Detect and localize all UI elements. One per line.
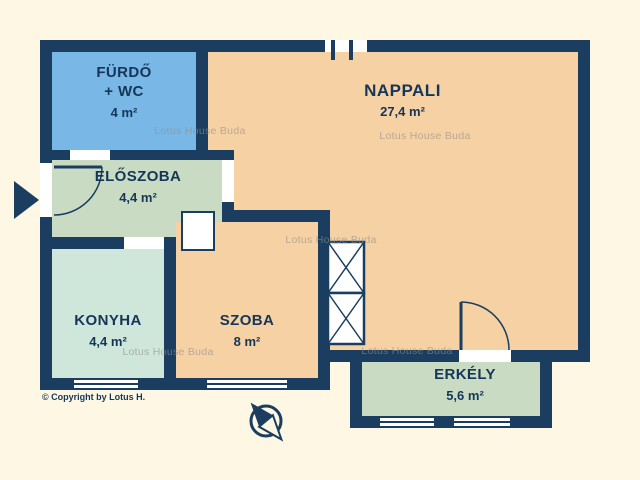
room-label-konyha: KONYHA 4,4 m² — [52, 312, 164, 350]
room-name: ELŐSZOBA — [94, 168, 182, 185]
room-label-furdo: FÜRDŐ + WC 4 m² — [52, 64, 196, 121]
shaft-icon — [326, 240, 366, 346]
room-label-eloszoba: ELŐSZOBA 4,4 m² — [52, 168, 224, 206]
konyha-window — [72, 378, 140, 390]
room-konyha — [52, 249, 164, 378]
erkely-window-left — [378, 416, 436, 428]
compass-icon — [249, 402, 284, 442]
room-erkely — [362, 362, 540, 416]
room-name: SZOBA — [219, 312, 275, 329]
room-name: NAPPALI — [364, 81, 441, 100]
window-tick-icon — [349, 40, 353, 60]
nappali-door-opening — [222, 160, 234, 202]
room-furdo — [52, 52, 196, 150]
room-area: 8 m² — [233, 333, 261, 349]
balcony-door-swing — [459, 301, 510, 351]
room-label-erkely: ERKÉLY 5,6 m² — [380, 366, 550, 404]
room-name: FÜRDŐ — [96, 64, 152, 81]
room-area: 4 m² — [110, 104, 138, 120]
copyright-text: © Copyright by Lotus H. — [42, 392, 146, 402]
szoba-window — [205, 378, 289, 390]
nappali-top-window — [325, 40, 367, 52]
window-tick-icon — [331, 40, 335, 60]
balcony-door-opening — [459, 350, 511, 362]
szoba-door-leaf — [181, 211, 215, 251]
entrance-arrow-icon — [14, 181, 39, 219]
room-label-szoba: SZOBA 8 m² — [176, 312, 318, 350]
room-area: 4,4 m² — [119, 189, 157, 205]
room-area: 27,4 m² — [380, 104, 425, 120]
room-label-nappali: NAPPALI 27,4 m² — [300, 80, 505, 121]
furdo-door-opening — [70, 150, 110, 160]
room-name-line2: + WC — [104, 82, 144, 100]
konyha-door-opening — [124, 237, 164, 249]
room-name: ERKÉLY — [434, 366, 496, 383]
entrance-door-opening — [40, 163, 52, 217]
room-area: 4,4 m² — [89, 333, 127, 349]
room-area: 5,6 m² — [446, 387, 484, 403]
entrance-door-swing — [53, 165, 103, 216]
erkely-window-right — [452, 416, 512, 428]
room-name: KONYHA — [74, 312, 142, 329]
